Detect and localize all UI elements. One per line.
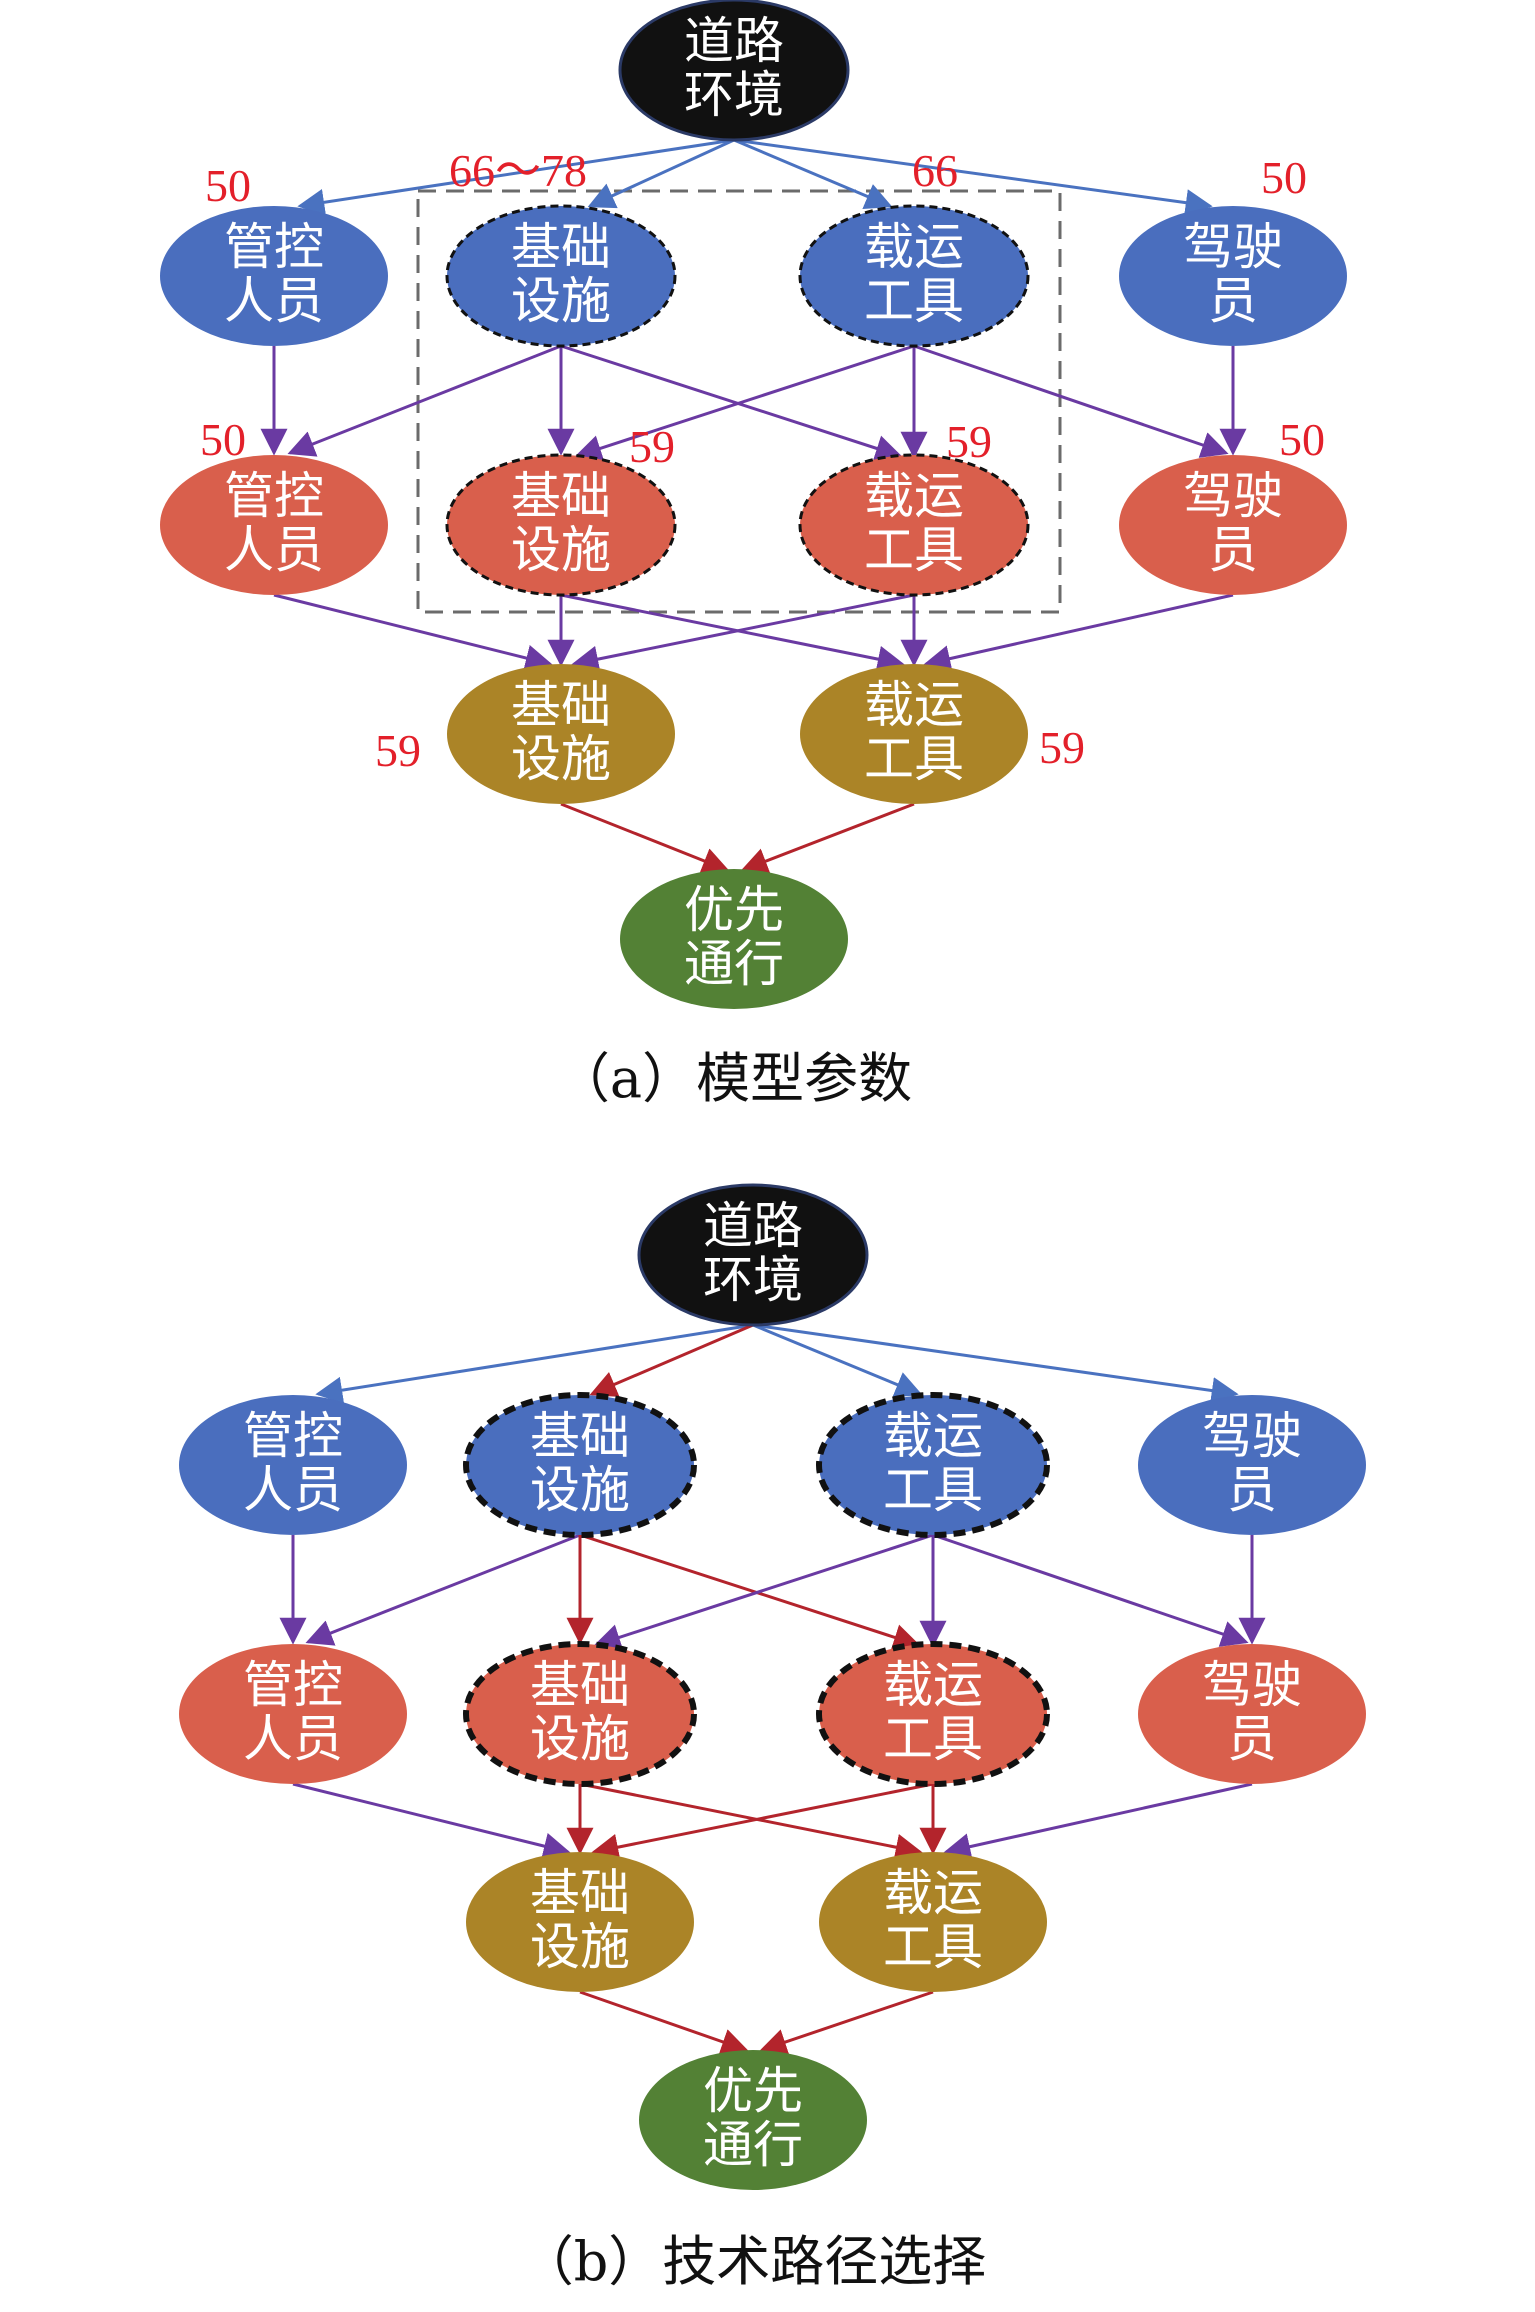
panel-a: 道路 环境 管控 人员 基础 设施 载运 工具 驾驶 员 管控 人员 (160, 0, 1347, 1110)
svg-text:设施: 设施 (511, 272, 611, 330)
svg-text:工具: 工具 (883, 1710, 983, 1768)
svg-text:人员: 人员 (224, 272, 324, 330)
caption-a: （a）模型参数 (556, 1047, 912, 1110)
node-b-root: 道路 环境 (637, 1183, 869, 1327)
node-b-blue-infra-selected: 基础 设施 (463, 1392, 697, 1538)
edge-root-driver (733, 138, 1213, 217)
svg-text:基础: 基础 (530, 1407, 630, 1465)
node-b-gold-infra: 基础 设施 (466, 1852, 694, 1992)
svg-text:驾驶: 驾驶 (1202, 1407, 1302, 1465)
svg-text:工具: 工具 (883, 1918, 983, 1976)
node-a-priority: 优先 通行 (620, 869, 848, 1009)
svg-text:基础: 基础 (511, 467, 611, 525)
svg-text:驾驶: 驾驶 (1183, 467, 1283, 525)
param-label: 66 (912, 145, 958, 196)
node-b-blue-control: 管控 人员 (179, 1395, 407, 1535)
svg-text:设施: 设施 (511, 521, 611, 579)
node-b-red-control: 管控 人员 (179, 1644, 407, 1784)
node-a-red-control: 管控 人员 (160, 455, 388, 595)
node-a-blue-infra: 基础 设施 (445, 204, 677, 348)
edge-root-infra (587, 138, 735, 209)
svg-text:载运: 载运 (883, 1407, 983, 1465)
svg-text:设施: 设施 (530, 1710, 630, 1768)
svg-text:管控: 管控 (224, 467, 324, 525)
svg-text:管控: 管控 (243, 1407, 343, 1465)
node-a-gold-vehicle: 载运 工具 (800, 664, 1028, 804)
panel-b: 道路 环境 管控 人员 基础 设施 载运 工具 驾驶 员 管控 人员 (179, 1183, 1366, 2293)
edges-b-layer4 (579, 1990, 934, 2055)
param-label: 50 (205, 160, 251, 211)
node-a-gold-infra: 基础 设施 (447, 664, 675, 804)
svg-text:道路: 道路 (684, 12, 784, 70)
node-b-gold-vehicle: 载运 工具 (819, 1852, 1047, 1992)
svg-text:通行: 通行 (684, 935, 784, 993)
node-a-red-driver: 驾驶 员 (1119, 455, 1347, 595)
node-b-red-driver: 驾驶 员 (1138, 1644, 1366, 1784)
node-a-blue-control: 管控 人员 (160, 206, 388, 346)
param-label: 59 (629, 421, 675, 472)
svg-text:工具: 工具 (864, 730, 964, 788)
svg-text:驾驶: 驾驶 (1202, 1656, 1302, 1714)
svg-text:优先: 优先 (703, 2062, 803, 2120)
edges-a-layer1 (297, 138, 1213, 217)
svg-text:通行: 通行 (703, 2116, 803, 2174)
svg-text:员: 员 (1208, 521, 1258, 579)
svg-text:基础: 基础 (511, 676, 611, 734)
svg-text:道路: 道路 (703, 1197, 803, 1255)
node-b-red-infra-selected: 基础 设施 (463, 1641, 697, 1787)
param-label: 59 (375, 725, 421, 776)
param-label: 59 (1039, 722, 1085, 773)
svg-text:设施: 设施 (530, 1918, 630, 1976)
svg-text:员: 员 (1227, 1461, 1277, 1519)
param-label: 50 (1279, 414, 1325, 465)
edge-root-vehicle (733, 138, 893, 209)
node-b-blue-vehicle-selected: 载运 工具 (816, 1392, 1050, 1538)
svg-text:人员: 人员 (243, 1710, 343, 1768)
svg-text:基础: 基础 (530, 1656, 630, 1714)
caption-b: （b）技术路径选择 (520, 2230, 987, 2293)
svg-text:工具: 工具 (864, 521, 964, 579)
node-a-root: 道路 环境 (618, 0, 850, 142)
svg-text:驾驶: 驾驶 (1183, 218, 1283, 276)
param-label: 50 (200, 414, 246, 465)
svg-text:载运: 载运 (864, 676, 964, 734)
svg-text:载运: 载运 (864, 218, 964, 276)
node-b-priority: 优先 通行 (639, 2050, 867, 2190)
node-b-red-vehicle-selected: 载运 工具 (816, 1641, 1050, 1787)
svg-text:管控: 管控 (243, 1656, 343, 1714)
edges-a-layer3 (273, 593, 1234, 673)
node-a-red-vehicle: 载运 工具 (798, 453, 1030, 597)
svg-text:环境: 环境 (703, 1251, 803, 1309)
edges-a-layer2 (260, 344, 1247, 462)
edges-b-layer1 (315, 1323, 1239, 1404)
svg-text:管控: 管控 (224, 218, 324, 276)
edges-b-layer2 (279, 1533, 1266, 1651)
svg-text:人员: 人员 (224, 521, 324, 579)
svg-text:员: 员 (1227, 1710, 1277, 1768)
svg-text:设施: 设施 (530, 1461, 630, 1519)
edges-b-layer3 (292, 1782, 1253, 1861)
svg-text:工具: 工具 (883, 1461, 983, 1519)
edges-a-layer4 (560, 802, 915, 874)
edge-root-control (297, 138, 735, 216)
svg-text:设施: 设施 (511, 730, 611, 788)
svg-text:人员: 人员 (243, 1461, 343, 1519)
svg-text:工具: 工具 (864, 272, 964, 330)
param-label: 59 (946, 416, 992, 467)
node-a-blue-driver: 驾驶 员 (1119, 206, 1347, 346)
param-label: 50 (1261, 152, 1307, 203)
node-a-blue-vehicle: 载运 工具 (798, 204, 1030, 348)
svg-text:员: 员 (1208, 272, 1258, 330)
svg-text:载运: 载运 (883, 1656, 983, 1714)
svg-text:优先: 优先 (684, 881, 784, 939)
svg-text:载运: 载运 (864, 467, 964, 525)
node-a-red-infra: 基础 设施 (445, 453, 677, 597)
svg-text:基础: 基础 (511, 218, 611, 276)
node-b-blue-driver: 驾驶 员 (1138, 1395, 1366, 1535)
svg-text:载运: 载运 (883, 1864, 983, 1922)
param-label: 66～78 (449, 145, 587, 196)
svg-text:基础: 基础 (530, 1864, 630, 1922)
svg-text:环境: 环境 (684, 66, 784, 124)
